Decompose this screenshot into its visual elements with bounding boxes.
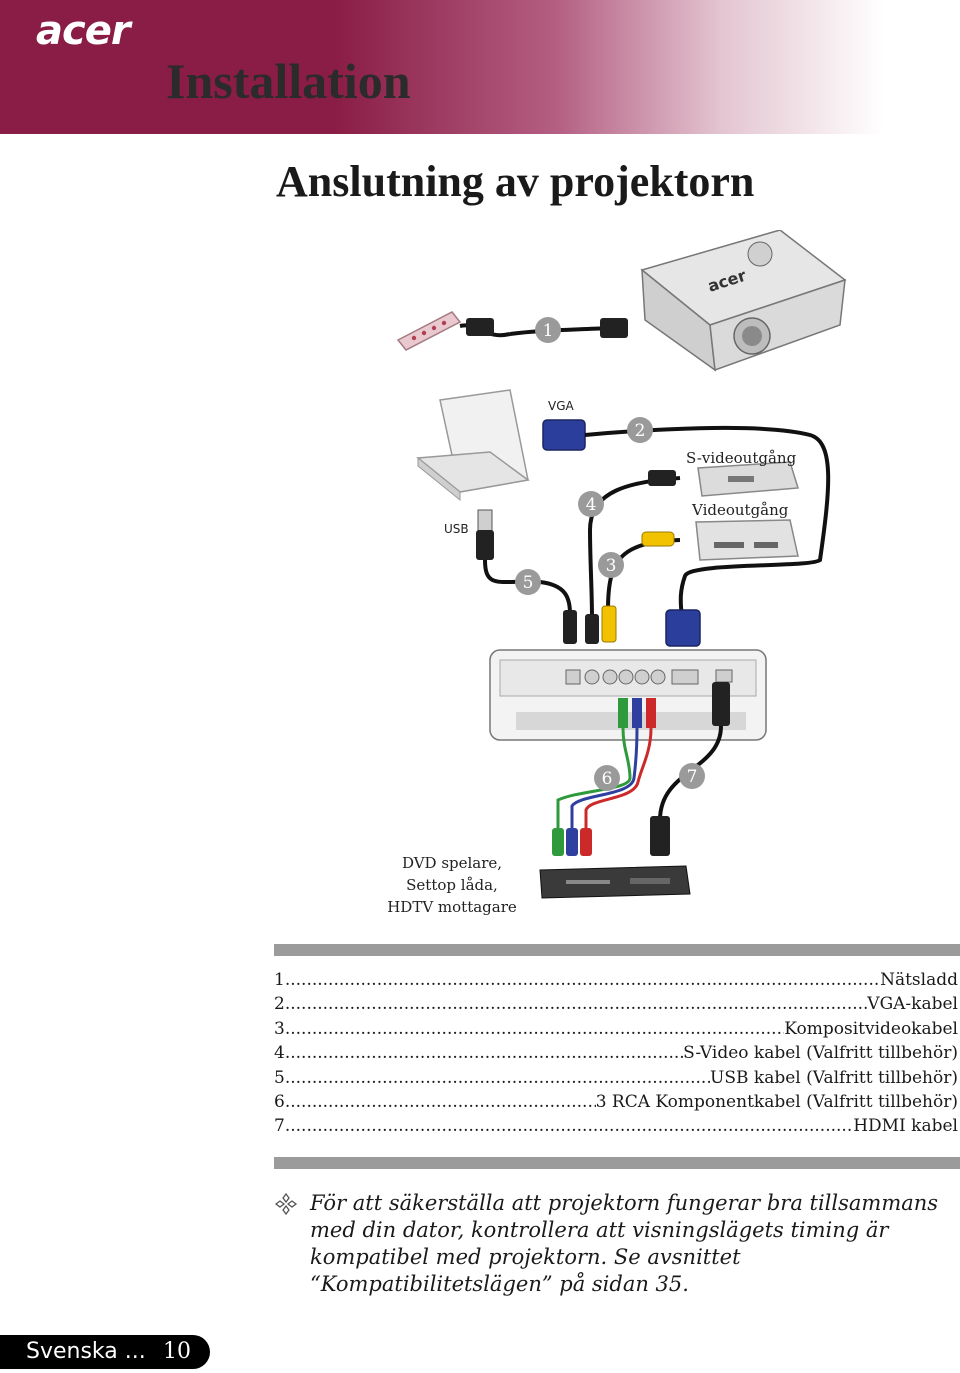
legend-label: Nätsladd [880, 970, 958, 990]
legend-number: 5 [274, 1067, 285, 1088]
dvd-label-line-2: Settop låda, [406, 876, 498, 894]
badge-1: 1 [535, 317, 561, 343]
laptop-icon [416, 389, 530, 502]
component-cable [552, 698, 656, 856]
badge-5: 5 [515, 569, 541, 595]
projector-icon: acer [640, 230, 847, 372]
leader-dots [285, 968, 880, 992]
page-heading: Anslutning av projektorn [276, 157, 755, 206]
legend-label: VGA-kabel [867, 994, 958, 1015]
badge-2: 2 [627, 417, 653, 443]
leader-dots [285, 1017, 784, 1041]
legend-number: 7 [274, 1116, 285, 1137]
acer-logo: acer [36, 8, 131, 54]
leader-dots [285, 1114, 853, 1138]
badge-6-label: 6 [602, 769, 613, 789]
legend-row: 4 S-Video kabel (Valfritt tillbehör) [274, 1041, 958, 1065]
leader-dots [285, 992, 867, 1016]
connection-diagram: acer [396, 230, 847, 899]
badge-1-label: 1 [543, 321, 554, 341]
footer-tab: Svenska ... 10 [0, 1335, 210, 1369]
badge-7-label: 7 [687, 767, 698, 787]
leader-dots [285, 1066, 710, 1090]
composite-cable [601, 531, 681, 643]
badge-3: 3 [598, 552, 624, 578]
compatibility-note: För att säkerställa att projektorn funge… [274, 1190, 954, 1298]
diamond-bullet-icon [274, 1192, 298, 1216]
legend-label: HDMI kabel [853, 1116, 958, 1137]
legend-label: 3 RCA Komponentkabel (Valfritt tillbehör… [595, 1092, 958, 1113]
badge-3-label: 3 [606, 556, 617, 576]
cable-legend: 1 Nätsladd 2 VGA-kabel 3 Kompositvideokabel… [274, 968, 958, 1139]
dvd-player-icon [539, 865, 691, 899]
dvd-label: DVD spelare, Settop låda, HDTV mottagare [380, 852, 524, 918]
vga-label: VGA [548, 399, 575, 413]
header-band: acer Installation [0, 0, 960, 134]
badge-7: 7 [679, 763, 705, 789]
svideo-out-label: S-videoutgång [686, 449, 797, 467]
legend-row: 2 VGA-kabel [274, 992, 958, 1016]
dvd-label-line-3: HDTV mottagare [387, 898, 517, 916]
legend-row: 3 Kompositvideokabel [274, 1017, 958, 1041]
legend-label: USB kabel (Valfritt tillbehör) [710, 1067, 958, 1088]
note-text: För att säkerställa att projektorn funge… [310, 1191, 939, 1296]
section-title: Installation [166, 53, 411, 109]
legend-label: Kompositvideokabel [784, 1018, 958, 1039]
legend-number: 4 [274, 1043, 285, 1064]
video-out-label: Videoutgång [691, 501, 789, 519]
power-strip-icon [396, 311, 462, 351]
legend-row: 6 3 RCA Komponentkabel (Valfritt tillbehö… [274, 1090, 958, 1114]
badge-2-label: 2 [635, 421, 646, 441]
legend-number: 3 [274, 1018, 285, 1039]
legend-row: 1 Nätsladd [274, 968, 958, 992]
legend-row: 5 USB kabel (Valfritt tillbehör) [274, 1066, 958, 1090]
leader-dots [285, 1041, 683, 1065]
badge-5-label: 5 [523, 573, 534, 593]
legend-row: 7 HDMI kabel [274, 1114, 958, 1138]
page-number: 10 [163, 1339, 191, 1364]
legend-bottom-rule [274, 1157, 960, 1169]
projector-rear-panel [489, 649, 767, 741]
legend-number: 1 [274, 970, 285, 990]
leader-dots [285, 1090, 596, 1114]
vga-cable [542, 419, 831, 647]
svideo-cable [585, 470, 681, 644]
badge-4: 4 [578, 491, 604, 517]
badge-4-label: 4 [586, 495, 597, 515]
legend-number: 2 [274, 994, 285, 1015]
usb-label: USB [444, 522, 469, 536]
badge-6: 6 [594, 765, 620, 791]
video-device-icon [695, 519, 799, 561]
legend-top-rule [274, 944, 960, 956]
svideo-device-icon [697, 461, 799, 497]
dvd-label-line-1: DVD spelare, [401, 854, 503, 872]
footer-language: Svenska ... [26, 1339, 146, 1364]
legend-label: S-Video kabel (Valfritt tillbehör) [683, 1043, 958, 1064]
legend-number: 6 [274, 1092, 285, 1113]
